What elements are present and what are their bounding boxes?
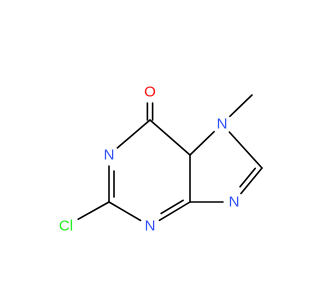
- molecule-structure: O N Cl N N N: [59, 84, 263, 235]
- bond-c2-n3: [108, 201, 142, 222]
- bond-c5-n7: [189, 130, 215, 156]
- bond-c2-cl: [77, 201, 110, 220]
- bond-c5-c6: [149, 119, 191, 156]
- atom-label-n7: N: [217, 116, 228, 133]
- bond-n7-c8: [228, 131, 263, 169]
- bond-n3-c4-inner: [160, 199, 184, 215]
- bond-c6-n1: [116, 119, 151, 149]
- atom-label-n3: N: [145, 218, 156, 235]
- atom-label-o: O: [144, 84, 156, 101]
- atom-label-n9: N: [229, 194, 240, 211]
- bond-c8-n9: [240, 167, 263, 195]
- atom-label-cl: Cl: [59, 218, 73, 235]
- atom-label-layer: O N Cl N N N: [59, 84, 240, 235]
- bond-n7-me: [229, 94, 253, 118]
- atom-label-n1: N: [104, 147, 115, 164]
- bond-layer: [77, 94, 263, 222]
- bond-n3-c4: [158, 201, 191, 222]
- bond-c8-n9-inner: [239, 167, 256, 188]
